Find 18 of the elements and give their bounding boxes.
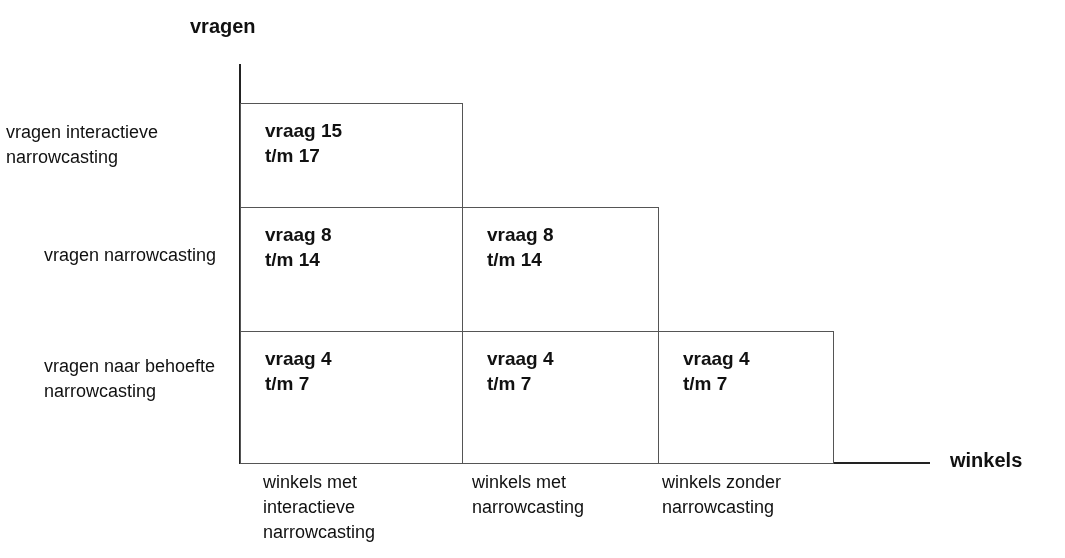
table-cell — [658, 331, 834, 464]
cell-text: vraag 4 t/m 7 — [683, 347, 751, 396]
axis-title: winkels — [950, 448, 1024, 473]
cell-text: vraag 4 t/m 7 — [265, 347, 333, 396]
row-label: vragen naar behoefte narrowcasting — [44, 355, 217, 403]
cell-text: vraag 15 t/m 17 — [265, 119, 344, 168]
table-cell — [240, 103, 463, 208]
row-label: vragen narrowcasting — [44, 244, 218, 267]
table-cell — [240, 331, 463, 464]
column-label: winkels met interactieve narrowcasting — [263, 471, 377, 544]
axis-title: vragen — [190, 14, 257, 39]
table-cell — [462, 207, 659, 332]
column-label: winkels met narrowcasting — [472, 471, 586, 519]
column-label: winkels zonder narrowcasting — [662, 471, 783, 519]
cell-text: vraag 8 t/m 14 — [487, 223, 555, 272]
cell-text: vraag 8 t/m 14 — [265, 223, 333, 272]
cell-text: vraag 4 t/m 7 — [487, 347, 555, 396]
row-label: vragen interactieve narrowcasting — [6, 121, 160, 169]
